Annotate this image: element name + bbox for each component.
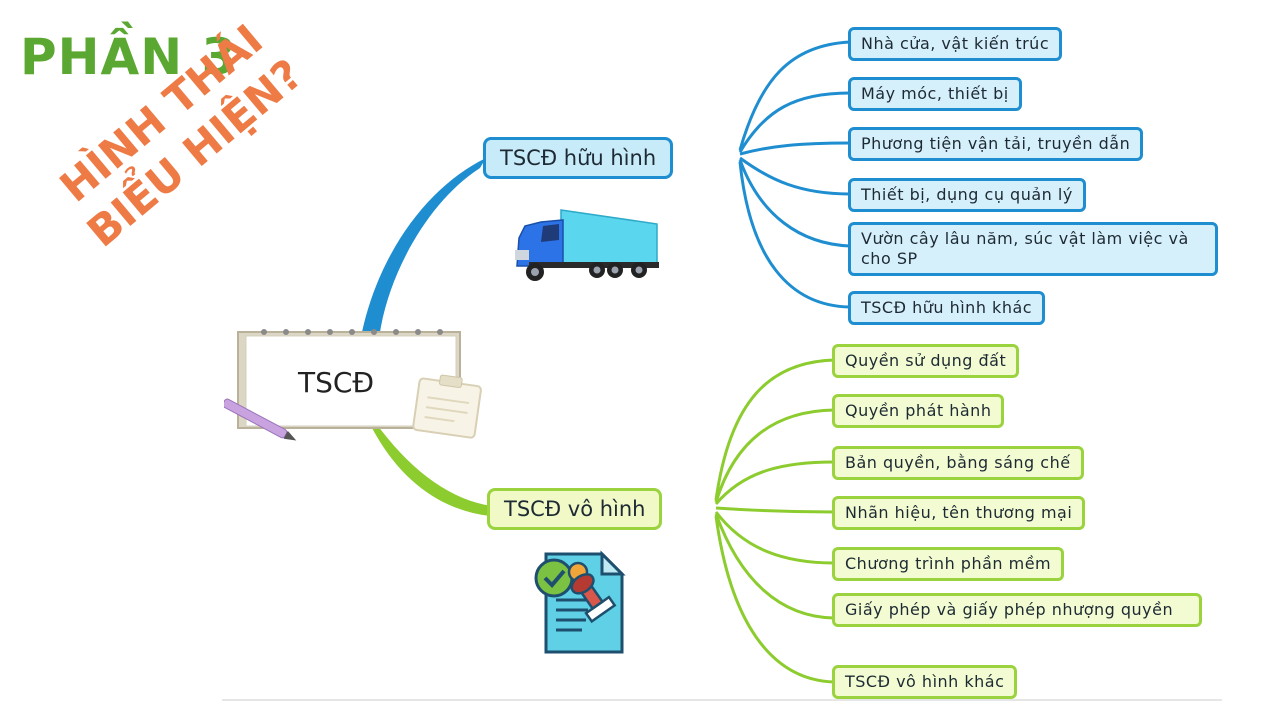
tangible-item: Vườn cây lâu năm, súc vật làm việc và ch… — [848, 222, 1218, 276]
tangible-item: Phương tiện vận tải, truyền dẫn — [848, 127, 1144, 161]
connector-intangible-4 — [715, 506, 835, 514]
intangible-item: Quyền sử dụng đất — [832, 344, 1020, 378]
tangible-item: Máy móc, thiết bị — [848, 77, 1022, 111]
branch-tangible: TSCĐ hữu hình — [483, 137, 674, 179]
connector-tangible-3 — [739, 141, 851, 156]
branch-intangible: TSCĐ vô hình — [487, 488, 663, 530]
intangible-item: Bản quyền, bằng sáng chế — [832, 446, 1084, 480]
connector-intangible-3 — [714, 460, 835, 505]
connector-tangible-6 — [738, 161, 851, 309]
connector-root-tangible — [362, 158, 486, 332]
connector-root-intangible — [372, 422, 492, 516]
certificate-document-icon — [534, 550, 626, 654]
connector-intangible-2 — [714, 408, 835, 503]
bottom-divider — [222, 699, 1222, 701]
truck-icon — [515, 209, 659, 281]
connector-intangible-1 — [714, 358, 835, 501]
connector-tangible-5 — [738, 159, 851, 248]
intangible-item: Nhãn hiệu, tên thương mại — [832, 496, 1086, 530]
intangible-item: Chương trình phần mềm — [832, 547, 1065, 581]
connector-intangible-7 — [714, 515, 835, 684]
connector-intangible-6 — [714, 513, 835, 620]
part-title: PHẦN 3 — [20, 28, 238, 86]
connector-intangible-5 — [714, 511, 835, 565]
intangible-item: Quyền phát hành — [832, 394, 1005, 428]
intangible-item: Giấy phép và giấy phép nhượng quyền — [832, 593, 1202, 627]
connector-tangible-2 — [738, 91, 851, 153]
tangible-item: Nhà cửa, vật kiến trúc — [848, 27, 1063, 61]
connector-tangible-1 — [738, 40, 851, 151]
tangible-item: TSCĐ hữu hình khác — [848, 291, 1046, 325]
connector-tangible-4 — [739, 156, 851, 196]
intangible-item: TSCĐ vô hình khác — [832, 665, 1018, 699]
notepad-icon — [224, 329, 482, 441]
root-node-label: TSCĐ — [298, 366, 375, 399]
tangible-item: Thiết bị, dụng cụ quản lý — [848, 178, 1086, 212]
